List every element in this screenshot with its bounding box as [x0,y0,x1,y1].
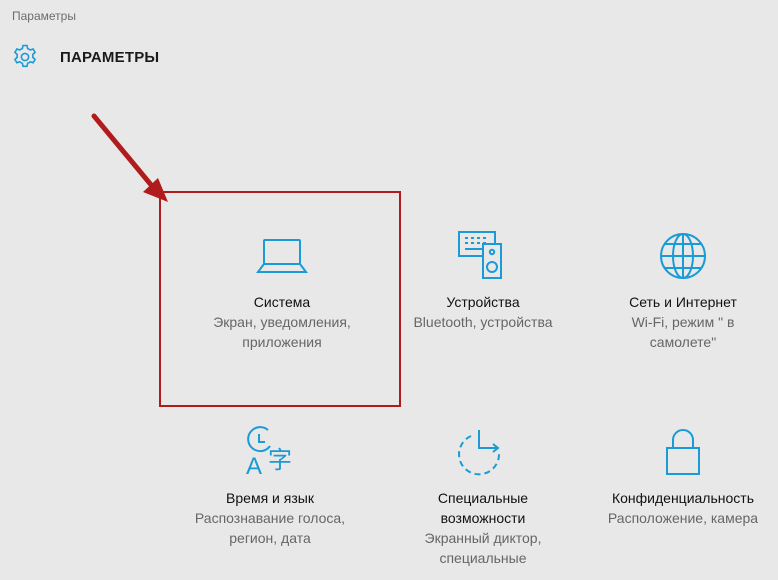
tile-ease-of-access-desc-line2: специальные [439,550,527,566]
tile-devices-desc: Bluetooth, устройства [413,314,553,330]
tile-network-label: Сеть и Интернет [629,294,737,310]
tile-time-language-label: Время и язык [226,490,314,506]
lock-icon [583,424,778,480]
tile-privacy[interactable]: Конфиденциальность Расположение, камера [583,424,778,528]
ease-of-access-icon [383,424,583,480]
laptop-icon [182,228,382,284]
tile-ease-of-access[interactable]: Специальные возможности Экранный диктор,… [383,424,583,568]
time-language-glyph-zi: 字 [268,446,292,474]
tile-system[interactable]: Система Экран, уведомления, приложения [182,228,382,352]
tile-time-language-desc-line1: Распознавание голоса, [194,510,346,526]
tile-time-language-desc-line2: регион, дата [229,530,311,546]
settings-header: ПАРАМЕТРЫ [12,43,159,71]
tile-system-desc-line1: Экран, уведомления, [213,314,351,330]
globe-icon [583,228,778,284]
page-title: ПАРАМЕТРЫ [60,48,160,66]
tile-privacy-desc: Расположение, камера [607,510,759,526]
tile-system-desc-line2: приложения [242,334,322,350]
tile-ease-of-access-label-line2: возможности [440,510,526,526]
tile-devices-label: Устройства [446,294,520,310]
tile-privacy-label: Конфиденциальность [611,490,754,506]
tile-network-desc-line1: Wi-Fi, режим " в [631,314,735,330]
tile-system-label: Система [253,294,311,310]
tile-ease-of-access-desc-line1: Экранный диктор, [424,530,542,546]
tile-ease-of-access-label-line1: Специальные [437,490,529,506]
window-title: Параметры [12,9,76,23]
tile-devices[interactable]: Устройства Bluetooth, устройства [383,228,583,332]
tile-network-desc-line2: самолете" [649,334,717,350]
devices-icon [383,228,583,284]
tile-time-language[interactable]: A 字 Время и язык Распознавание голоса, р… [170,424,370,548]
time-language-glyph-a: A [246,453,262,478]
gear-icon [12,44,38,70]
time-language-icon: A 字 [170,424,370,480]
tile-network[interactable]: Сеть и Интернет Wi-Fi, режим " в самолет… [583,228,778,352]
